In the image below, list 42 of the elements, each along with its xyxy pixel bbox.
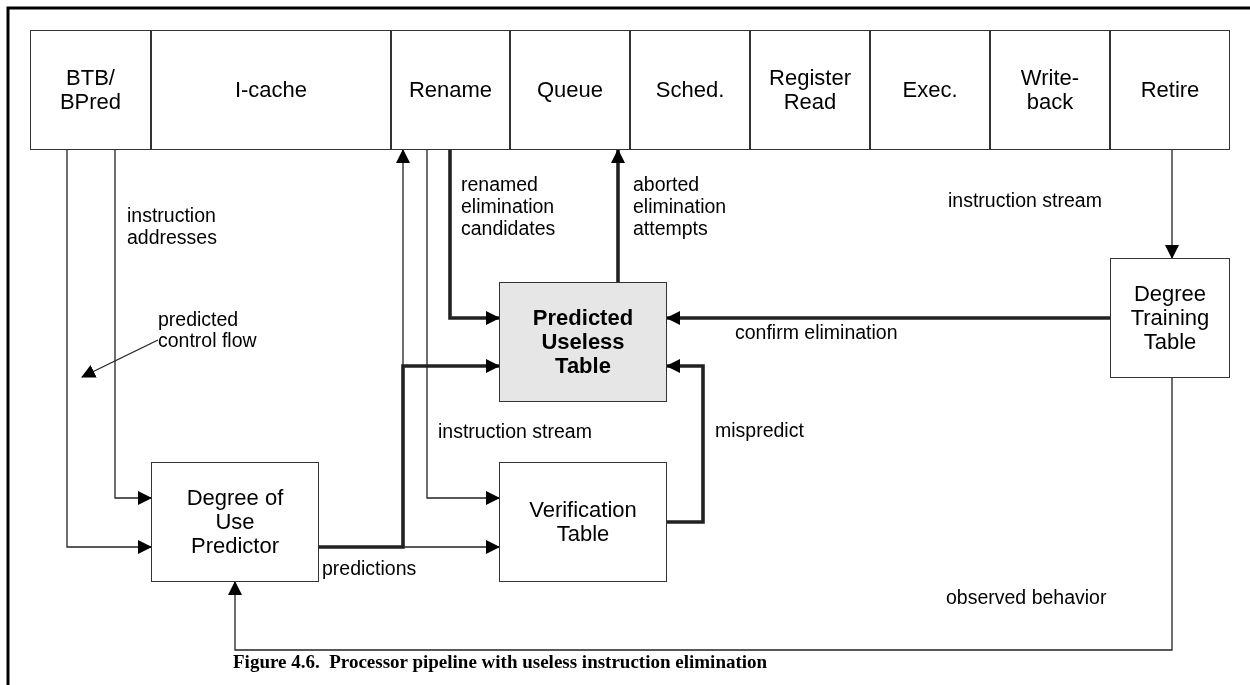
arrow <box>228 377 1173 651</box>
edge-label: mispredict <box>715 420 804 442</box>
pipeline-stage-box <box>750 30 870 150</box>
pipeline-stage-box <box>870 30 990 150</box>
pipeline-stage-box <box>391 30 510 150</box>
node-label: Sched. <box>655 77 725 103</box>
pipeline-stage-box <box>151 30 391 150</box>
node-label: Queue <box>536 77 604 103</box>
annotation-text: predicted control flow <box>158 300 308 360</box>
unit-box <box>151 462 319 582</box>
node-label: Rename <box>408 77 493 103</box>
leader-arrow <box>81 339 159 378</box>
node-label: Degree of Use Predictor <box>185 485 285 559</box>
pipeline-stage-box <box>30 30 151 150</box>
arrow <box>66 149 152 554</box>
arrow <box>114 149 152 505</box>
node-label: Retire <box>1140 77 1200 103</box>
node-label: Exec. <box>902 77 958 103</box>
pipeline-stage-box <box>1110 30 1230 150</box>
arrow <box>318 540 500 554</box>
node-label: I-cache <box>234 77 308 103</box>
arrow <box>448 150 500 325</box>
arrow <box>319 359 500 549</box>
pipeline-stage-box <box>630 30 750 150</box>
figure-caption: Figure 4.6. Processor pipeline with useless instruction elimination <box>233 651 768 673</box>
arrow <box>666 311 1110 325</box>
pipeline-stage-box <box>510 30 630 150</box>
node-label: Write- back <box>1019 65 1081 115</box>
node-label: Predicted Useless Table <box>531 305 635 379</box>
unit-box <box>499 462 667 582</box>
unit-box <box>1110 258 1230 378</box>
node-label: Degree Training Table <box>1129 281 1211 355</box>
pipeline-stage-box <box>990 30 1110 150</box>
node-label: Register Read <box>768 65 852 115</box>
edge-label: predictions <box>322 558 417 580</box>
arrow <box>426 149 500 505</box>
arrow <box>1165 149 1179 259</box>
node-label: BTB/ BPred <box>58 65 123 115</box>
node-label: Verification Table <box>528 497 638 547</box>
table-box <box>499 282 667 402</box>
arrow <box>611 149 625 282</box>
arrow <box>666 359 705 524</box>
